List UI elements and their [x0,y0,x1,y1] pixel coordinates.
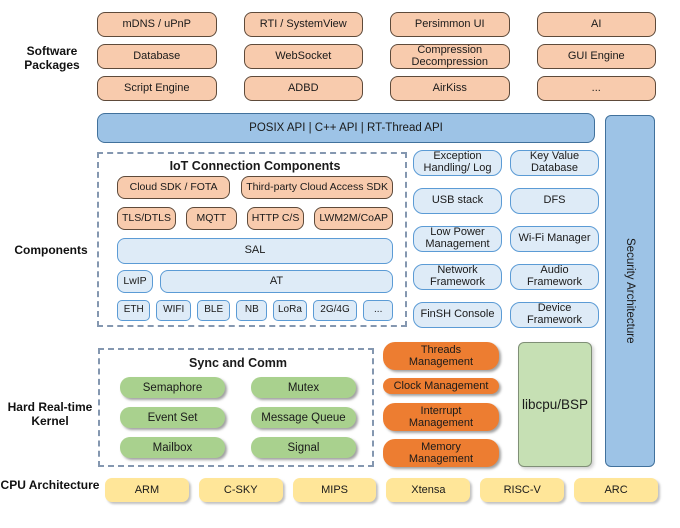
libcpu-bsp-box: libcpu/BSP [518,342,592,467]
sync-mailbox: Mailbox [120,437,225,458]
component-audio-framework: Audio Framework [510,264,599,290]
cpu-arc: ARC [574,478,658,502]
iot-connection-panel: IoT Connection Components Cloud SDK / FO… [97,152,407,327]
package-persimmon-ui: Persimmon UI [390,12,510,37]
package-websocket: WebSocket [243,44,363,69]
component-dfs: DFS [510,188,599,214]
cpu-c-sky: C-SKY [198,478,283,502]
iot-lwip: LwIP [117,270,153,293]
section-label-cpu-architecture: CPU Architecture [0,478,100,492]
sync-mutex: Mutex [251,377,356,398]
package-compression-decompression: Compression Decompression [390,44,510,69]
package-rti-systemview: RTI / SystemView [243,12,363,37]
link-nb: NB [236,300,268,321]
security-architecture-bar: Security Architecture [605,115,655,467]
mgmt-memory: Memory Management [383,438,499,467]
link-wifi: WIFI [156,300,192,321]
section-label-software-packages: Software Packages [24,44,80,73]
iot-panel-title: IoT Connection Components [169,159,341,173]
cpu-risc-v: RISC-V [480,478,565,502]
component-network-framework: Network Framework [413,264,502,290]
components-grid: Exception Handling/ Log Key Value Databa… [413,150,599,328]
sync-semaphore: Semaphore [120,377,225,398]
cpu-architecture-row: ARM C-SKY MIPS Xtensa RISC-V ARC [105,478,658,502]
package-more: ... [536,76,656,101]
iot-third-party-cloud-sdk: Third-party Cloud Access SDK [241,176,393,199]
iot-cloud-sdk-fota: Cloud SDK / FOTA [117,176,231,199]
component-wifi-manager: Wi-Fi Manager [510,226,599,252]
cpu-arm: ARM [105,478,189,502]
mgmt-threads: Threads Management [383,342,499,371]
software-packages-grid: mDNS / uPnP RTI / SystemView Persimmon U… [97,12,656,101]
cpu-mips: MIPS [292,478,377,502]
sync-and-comm-panel: Sync and Comm Semaphore Mutex Event Set … [98,348,374,467]
iot-tls-dtls: TLS/DTLS [117,207,177,230]
iot-at-bar: AT [160,270,393,293]
section-label-hard-realtime-kernel: Hard Real-time Kernel [7,400,93,429]
package-ai: AI [536,12,656,37]
mgmt-interrupt: Interrupt Management [383,402,499,431]
section-label-components: Components [14,243,88,257]
sync-panel-title: Sync and Comm [189,356,287,370]
component-usb-stack: USB stack [413,188,502,214]
component-finsh-console: FinSH Console [413,302,502,328]
package-gui-engine: GUI Engine [536,44,656,69]
link-more: ... [363,300,393,321]
package-airkiss: AirKiss [390,76,510,101]
sync-event-set: Event Set [120,407,225,428]
cpu-xtensa: Xtensa [386,478,471,502]
iot-http-cs: HTTP C/S [246,207,305,230]
link-lora: LoRa [273,300,307,321]
management-column: Threads Management Clock Management Inte… [383,342,499,467]
link-eth: ETH [117,300,151,321]
component-exception-log: Exception Handling/ Log [413,150,502,176]
sync-signal: Signal [251,437,356,458]
package-database: Database [97,44,217,69]
component-device-framework: Device Framework [510,302,599,328]
iot-mqtt: MQTT [186,207,237,230]
iot-lwm2m-coap: LWM2M/CoAP [314,207,393,230]
iot-sal-bar: SAL [117,238,393,264]
link-2g-4g: 2G/4G [312,300,358,321]
component-low-power: Low Power Management [413,226,502,252]
api-bar: POSIX API | C++ API | RT-Thread API [97,113,595,143]
package-script-engine: Script Engine [97,76,217,101]
mgmt-clock: Clock Management [383,378,499,395]
package-adbd: ADBD [243,76,363,101]
package-mdns-upnp: mDNS / uPnP [97,12,217,37]
link-ble: BLE [197,300,231,321]
component-key-value-db: Key Value Database [510,150,599,176]
sync-message-queue: Message Queue [251,407,356,428]
